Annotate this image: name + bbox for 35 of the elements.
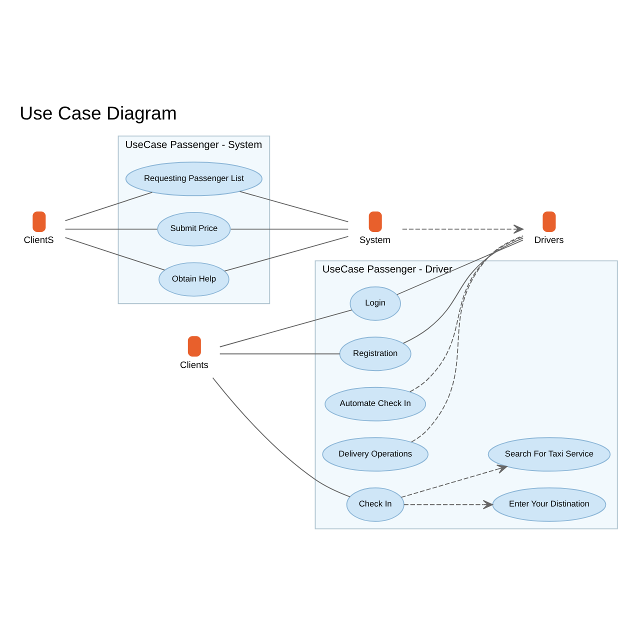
- diagram-title: Use Case Diagram: [20, 102, 177, 124]
- connector: [410, 235, 524, 442]
- node-ellipse: Requesting Passenger List: [125, 162, 262, 196]
- connector: [219, 353, 340, 354]
- node-label: ClientS: [24, 235, 54, 246]
- connector: [64, 228, 158, 230]
- node-ellipse: Submit Price: [157, 212, 231, 246]
- connector: [212, 377, 350, 498]
- node-ellipse: Obtain Help: [158, 262, 230, 297]
- node-label: Clients: [180, 360, 208, 370]
- connector: [402, 238, 524, 344]
- node-label: Drivers: [534, 235, 564, 246]
- connector: [396, 240, 524, 296]
- connector: [224, 236, 349, 272]
- node-box: [32, 211, 46, 232]
- node-box: [368, 211, 382, 232]
- node-box: [542, 211, 556, 232]
- connector: [64, 237, 166, 271]
- node-box: [188, 336, 201, 357]
- connector: [219, 309, 352, 348]
- arrow: [400, 464, 508, 498]
- arrow: [402, 224, 524, 234]
- arrow: [403, 500, 494, 510]
- node-ellipse: Registration: [339, 336, 412, 372]
- connector: [230, 228, 349, 230]
- node-ellipse: Check In: [346, 487, 404, 522]
- node-label: System: [360, 235, 391, 246]
- node-ellipse: Enter Your Distination: [492, 487, 606, 522]
- node-ellipse: Login: [350, 286, 401, 321]
- connector: [239, 191, 349, 222]
- connector: [409, 236, 524, 392]
- node-ellipse: Automate Check In: [324, 386, 426, 422]
- node-ellipse: Search For Taxi Service: [488, 437, 611, 472]
- node-ellipse: Delivery Operations: [322, 437, 429, 472]
- connector: [64, 192, 153, 222]
